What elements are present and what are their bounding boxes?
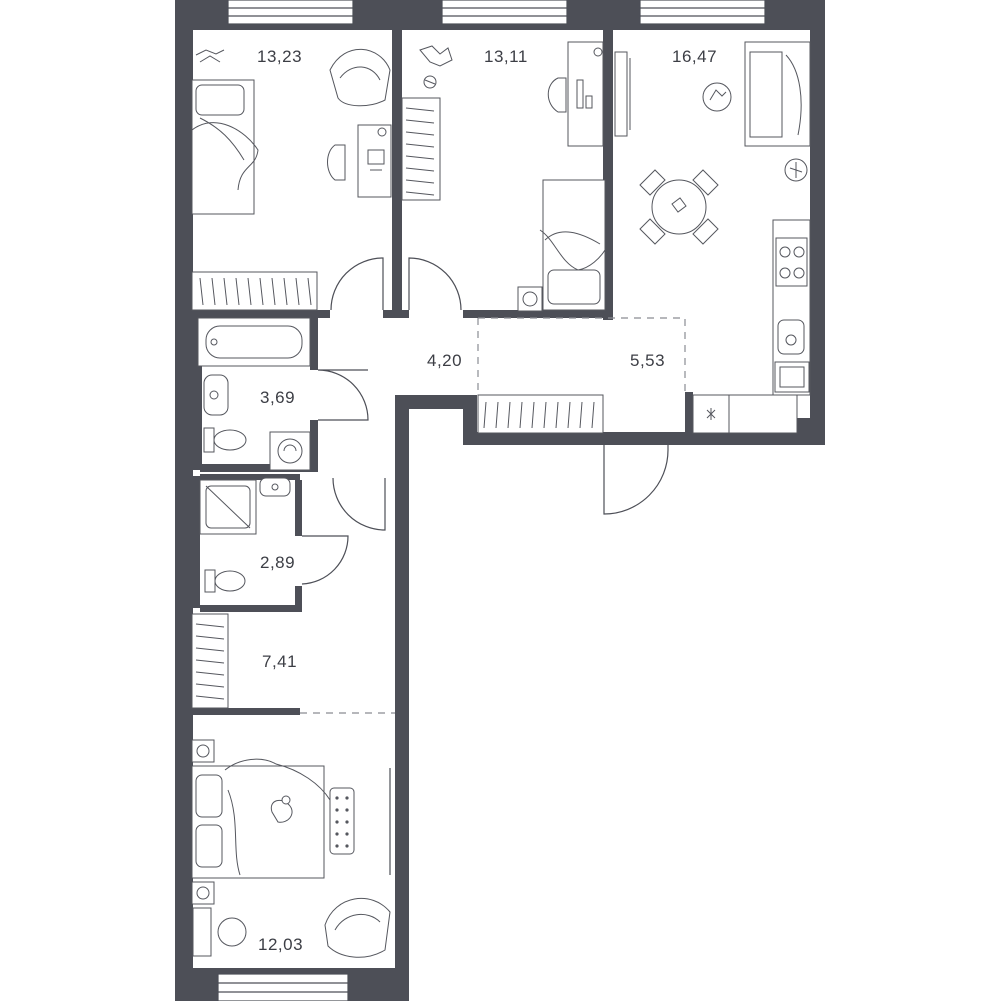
fridge-icon xyxy=(692,394,798,434)
chair-icon xyxy=(327,144,346,181)
shelf-icon xyxy=(192,907,212,957)
door-hall-lower xyxy=(332,477,386,531)
wardrobe-icon xyxy=(191,613,229,709)
sink-icon xyxy=(259,477,291,497)
desk-icon xyxy=(567,41,604,147)
zone-lines xyxy=(300,317,686,714)
plant-icon xyxy=(517,286,543,312)
windows xyxy=(217,0,766,1001)
toy-icon xyxy=(419,45,453,89)
tv-unit-icon xyxy=(614,51,631,137)
door-bedroom-top-left xyxy=(330,257,384,311)
washing-machine-icon xyxy=(269,431,311,471)
radiator-icon xyxy=(329,787,355,855)
area-label-living-kitchen: 16,47 xyxy=(672,47,717,66)
doors xyxy=(301,257,669,585)
lamp-icon xyxy=(217,917,247,947)
door-entrance xyxy=(603,445,669,515)
area-label-wardrobe: 7,41 xyxy=(262,652,297,671)
wardrobe-icon xyxy=(191,271,318,311)
room-living-kitchen xyxy=(614,41,811,434)
sink-icon xyxy=(203,374,229,416)
stove-icon xyxy=(775,237,808,287)
plant-icon xyxy=(195,49,225,63)
area-label-bedroom-bottom: 12,03 xyxy=(258,935,303,954)
room-bathroom xyxy=(197,317,311,471)
area-label-shower-room: 2,89 xyxy=(260,553,295,572)
outer-walls xyxy=(175,0,825,1001)
area-label-bathroom: 3,69 xyxy=(260,388,295,407)
window-bedroom-top-left xyxy=(227,0,354,25)
cat-icon xyxy=(702,82,732,112)
room-wardrobe xyxy=(191,613,229,709)
wardrobe-icon xyxy=(477,394,604,434)
cat-icon xyxy=(270,795,293,823)
kitchen-sink-icon xyxy=(774,319,810,393)
desk-icon xyxy=(357,124,392,198)
armchair-icon xyxy=(329,48,391,107)
room-bedroom-bottom xyxy=(191,739,391,958)
plant-icon xyxy=(191,739,215,905)
bed-icon xyxy=(539,179,606,311)
bed-icon xyxy=(191,79,259,215)
room-bedroom-top-middle xyxy=(401,41,606,312)
bathtub-icon xyxy=(197,317,311,367)
bed-icon xyxy=(191,758,331,879)
area-label-bedroom-top-left: 13,23 xyxy=(257,47,302,66)
area-label-hall: 4,20 xyxy=(427,351,462,370)
toilet-icon xyxy=(204,569,246,593)
door-shower xyxy=(301,535,349,585)
door-bedroom-top-middle xyxy=(408,257,462,311)
sofa-icon xyxy=(744,41,811,147)
area-label-corridor: 5,53 xyxy=(630,351,665,370)
window-living xyxy=(639,0,766,25)
chair-icon xyxy=(547,77,567,113)
room-corridor xyxy=(477,394,604,434)
window-bedroom-bottom xyxy=(217,973,349,1001)
room-bedroom-top-left xyxy=(191,48,392,311)
area-label-bedroom-top-middle: 13,11 xyxy=(484,47,528,66)
toilet-icon xyxy=(203,427,247,453)
room-shower xyxy=(199,477,291,593)
armchair-icon xyxy=(324,897,391,958)
plant-icon xyxy=(784,158,808,182)
shower-tray-icon xyxy=(199,479,257,535)
wardrobe-icon xyxy=(401,97,441,201)
door-bathroom xyxy=(317,369,369,421)
interior-walls xyxy=(190,28,810,715)
area-labels: 13,23 13,11 16,47 4,20 5,53 3,69 2,89 7,… xyxy=(257,47,717,954)
window-bedroom-top-middle xyxy=(441,0,568,25)
dining-table-icon xyxy=(639,169,719,245)
